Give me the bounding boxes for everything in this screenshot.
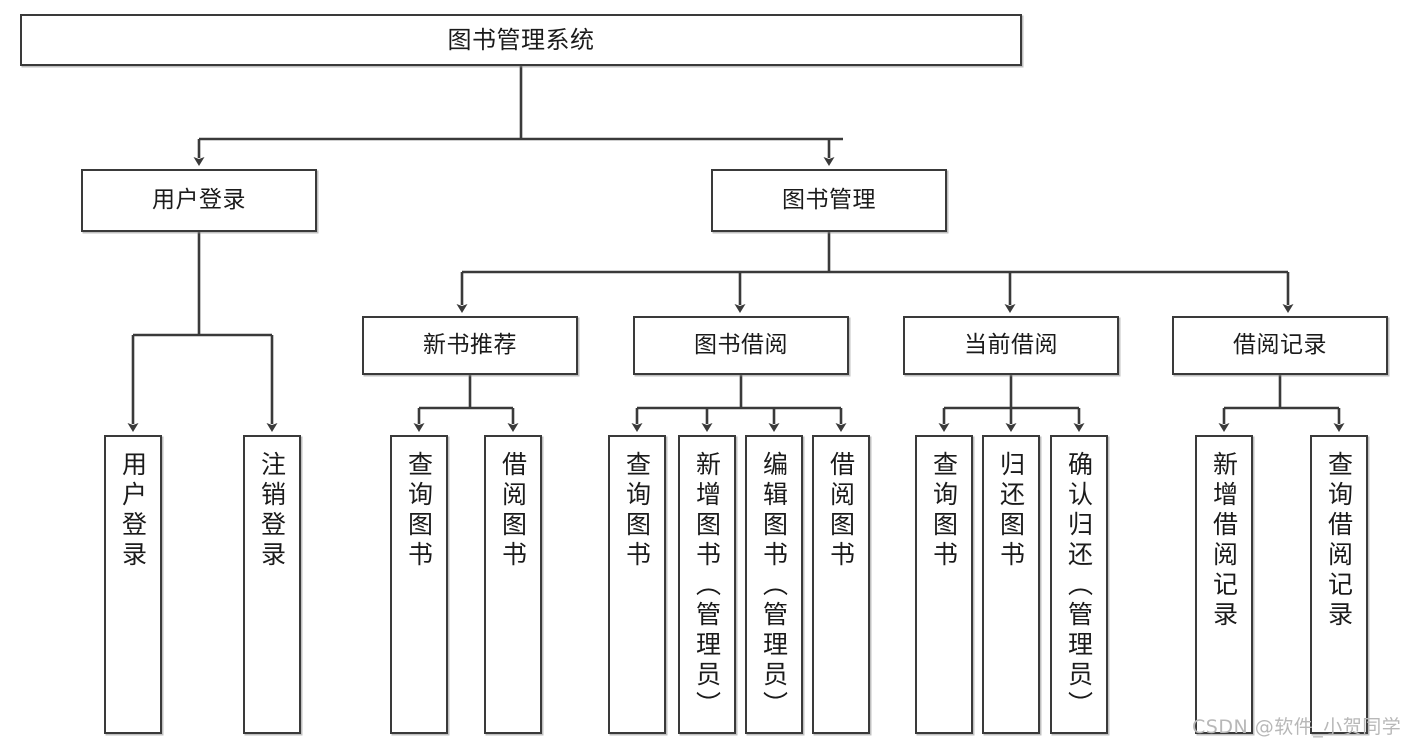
- node-book-management[interactable]: 图书管理: [711, 169, 947, 232]
- node-label: 图书管理系统: [447, 25, 595, 54]
- node-label: 用户登录: [152, 186, 246, 213]
- node-label: 查询借阅记录: [1324, 451, 1354, 631]
- node-label: 新增图书（管理员）: [692, 451, 722, 721]
- node-leaf-query-record[interactable]: 查询借阅记录: [1310, 435, 1368, 734]
- node-borrow-records[interactable]: 借阅记录: [1172, 316, 1388, 375]
- node-label: 编辑图书（管理员）: [759, 451, 789, 721]
- node-label: 确认归还（管理员）: [1064, 451, 1094, 721]
- csdn-watermark: CSDN @软件_小贺同学: [1192, 716, 1402, 738]
- node-label: 归还图书: [996, 451, 1026, 571]
- node-label: 查询图书: [622, 451, 652, 571]
- node-label: 注销登录: [257, 451, 287, 571]
- node-leaf-borrow-book-1[interactable]: 借阅图书: [484, 435, 542, 734]
- node-current-borrow[interactable]: 当前借阅: [903, 316, 1119, 375]
- node-leaf-add-book[interactable]: 新增图书（管理员）: [678, 435, 736, 734]
- node-leaf-add-record[interactable]: 新增借阅记录: [1195, 435, 1253, 734]
- node-leaf-confirm-return[interactable]: 确认归还（管理员）: [1050, 435, 1108, 734]
- node-leaf-logout[interactable]: 注销登录: [243, 435, 301, 734]
- node-leaf-user-login[interactable]: 用户登录: [104, 435, 162, 734]
- node-leaf-return-book[interactable]: 归还图书: [982, 435, 1040, 734]
- node-label: 新增借阅记录: [1209, 451, 1239, 631]
- node-book-borrow[interactable]: 图书借阅: [633, 316, 849, 375]
- node-root-system[interactable]: 图书管理系统: [20, 14, 1022, 66]
- node-label: 查询图书: [929, 451, 959, 571]
- node-label: 图书管理: [782, 186, 876, 213]
- node-user-login[interactable]: 用户登录: [81, 169, 317, 232]
- node-leaf-borrow-book-2[interactable]: 借阅图书: [812, 435, 870, 734]
- node-leaf-query-book-2[interactable]: 查询图书: [608, 435, 666, 734]
- node-label: 新书推荐: [423, 331, 517, 358]
- node-label: 当前借阅: [964, 331, 1058, 358]
- node-label: 用户登录: [118, 451, 148, 571]
- node-leaf-query-book-1[interactable]: 查询图书: [390, 435, 448, 734]
- node-label: 借阅图书: [498, 451, 528, 571]
- node-leaf-query-book-3[interactable]: 查询图书: [915, 435, 973, 734]
- node-label: 借阅图书: [826, 451, 856, 571]
- node-leaf-edit-book[interactable]: 编辑图书（管理员）: [745, 435, 803, 734]
- node-label: 图书借阅: [694, 331, 788, 358]
- node-new-book-recommend[interactable]: 新书推荐: [362, 316, 578, 375]
- node-label: 查询图书: [404, 451, 434, 571]
- node-label: 借阅记录: [1233, 331, 1327, 358]
